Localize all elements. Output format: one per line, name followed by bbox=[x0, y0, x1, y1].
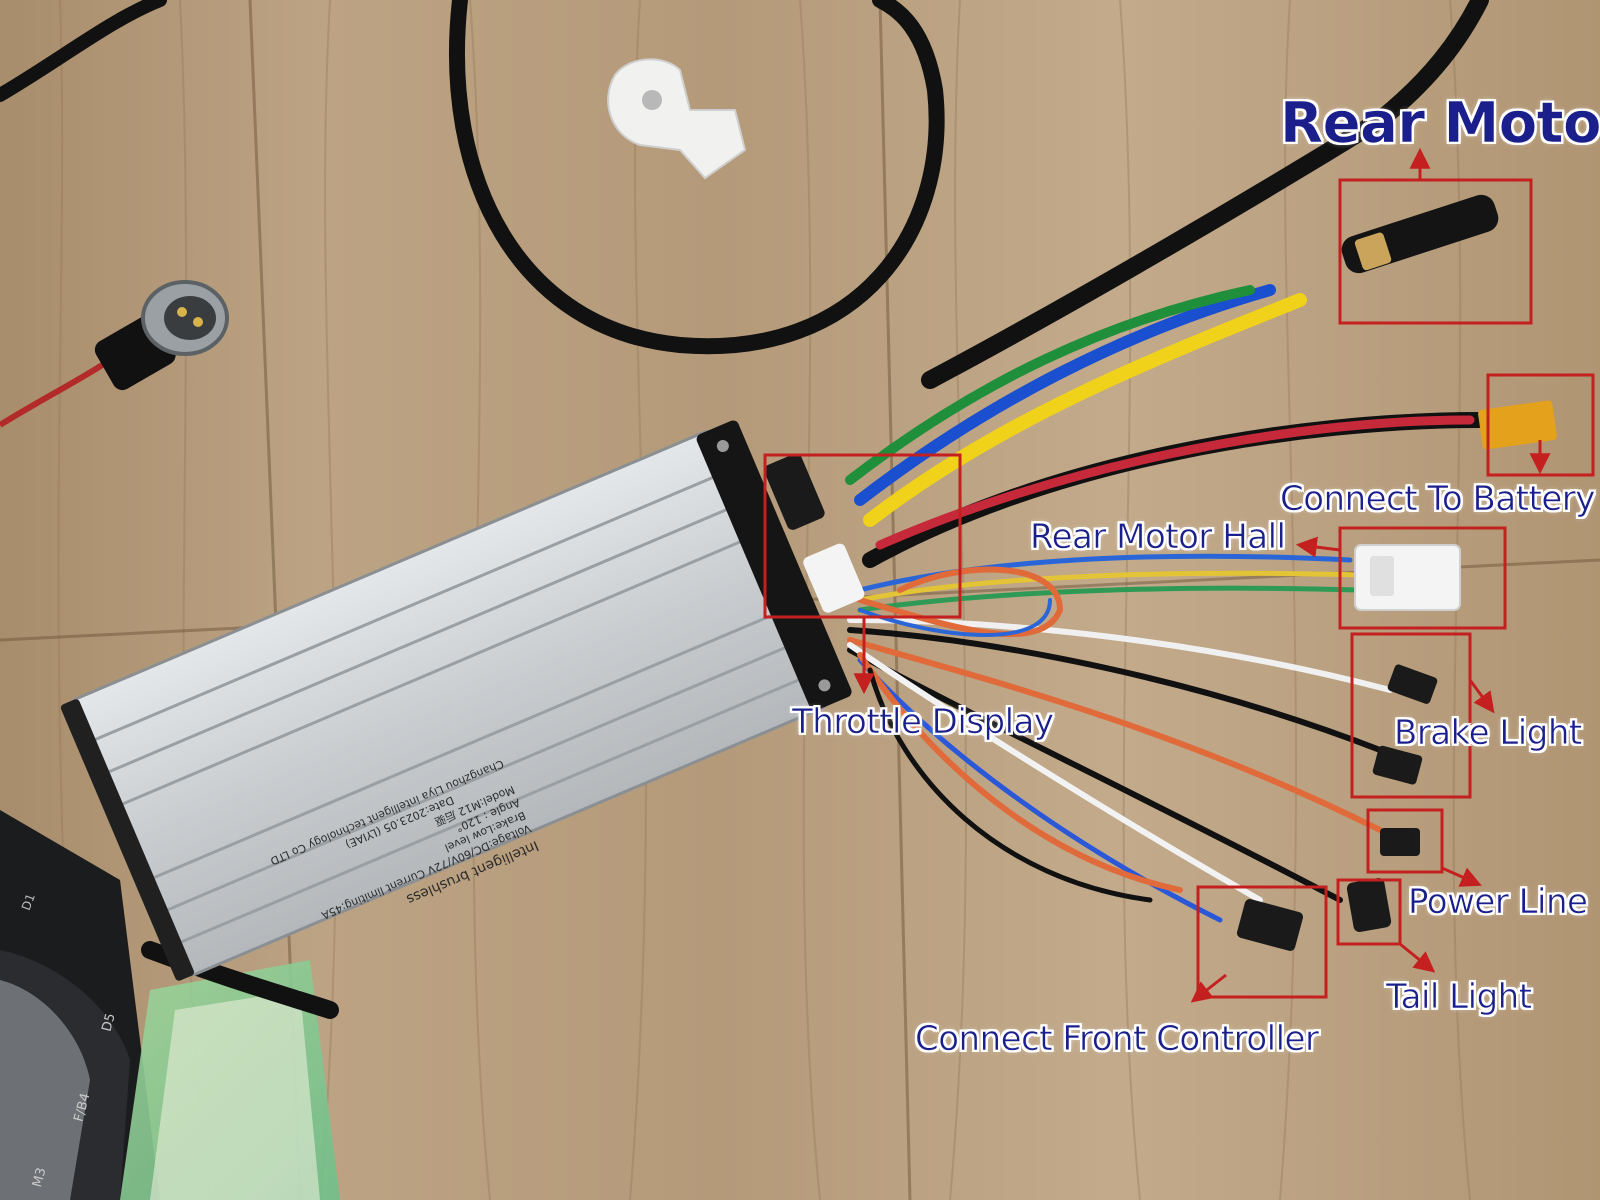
throttle-display-box bbox=[763, 453, 962, 619]
power-line-box bbox=[1366, 808, 1444, 874]
battery-xt-connector bbox=[1478, 400, 1557, 450]
callout-connect-front-controller: Connect Front Controller bbox=[915, 1019, 1320, 1059]
callout-connect-to-battery: Connect To Battery bbox=[1280, 479, 1596, 519]
lcd-display-unit bbox=[0, 810, 160, 1200]
callout-rear-motor-hall: Rear Motor Hall bbox=[1030, 517, 1287, 557]
rear-motor-box bbox=[1338, 178, 1533, 325]
callout-power-line: Power Line bbox=[1408, 882, 1589, 922]
rear-motor-phase-connector bbox=[1341, 194, 1499, 274]
battery-box bbox=[1486, 373, 1595, 477]
wire-harness bbox=[845, 284, 1488, 923]
callout-rear-motor: Rear Motor bbox=[1280, 91, 1600, 156]
callout-throttle-display: Throttle Display bbox=[792, 702, 1055, 742]
hall-connector bbox=[1354, 544, 1461, 611]
front-controller-box bbox=[1196, 885, 1328, 999]
callout-tail-light: Tail Light bbox=[1386, 977, 1533, 1017]
rear-motor-hall-box bbox=[1338, 526, 1507, 630]
white-plastic-clip bbox=[607, 58, 747, 180]
green-card bbox=[120, 960, 340, 1200]
brake-light-box bbox=[1350, 632, 1472, 799]
callout-brake-light: Brake Light bbox=[1394, 713, 1583, 753]
tail-light-box bbox=[1336, 878, 1402, 946]
black-cable-loop bbox=[0, 0, 1489, 389]
small-black-connectors bbox=[1236, 664, 1438, 951]
controller-housing bbox=[60, 420, 865, 981]
round-plug-connector bbox=[0, 280, 229, 428]
